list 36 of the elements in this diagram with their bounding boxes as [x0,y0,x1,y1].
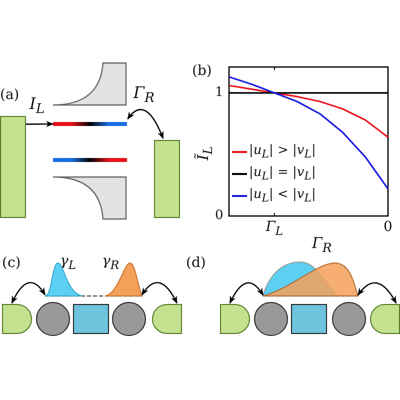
lead-shape [152,304,182,334]
lead-box [0,116,26,218]
nanowire-bar [53,122,127,126]
double-arrow [229,282,264,304]
nanowire-bar [53,158,127,162]
dot-circle [112,302,146,336]
axis-label: Γ$_{R}$ [312,236,332,254]
lead-shape [2,304,32,334]
lead-shape [370,304,400,334]
lead-shape [220,304,250,334]
edge-label: Γ$_{R}$ [133,84,155,106]
legend-text: |u$_{L}$| > |v$_{L}$| [249,144,316,160]
legend-text: |u$_{L}$| < |v$_{L}$| [249,188,316,204]
lead-box [154,140,180,218]
tick-label: 0 [384,220,392,234]
panel-label: (d) [186,256,206,270]
dot-circle [332,302,366,336]
tick-label: Γ$_{L}$ [266,220,284,238]
panel-label: (c) [2,256,21,270]
math-label: γ$_{L}$ [60,254,76,272]
square-block [291,304,327,334]
panel-label: (b) [192,64,212,78]
tick-label: 0 [215,209,224,222]
dot-circle [254,302,288,336]
math-label: γ$_{R}$ [102,254,120,272]
double-arrow [141,282,178,304]
panel-label: (a) [0,88,20,102]
tick-label: 1 [215,86,224,99]
double-arrow [127,108,164,140]
double-arrow [357,282,397,304]
double-arrow [11,282,46,304]
dot-circle [36,302,70,336]
edge-label: I$_{L}$ [30,96,45,117]
arrow [26,120,54,128]
square-block [73,304,109,334]
legend-text: |u$_{L}$| = |v$_{L}$| [249,166,316,182]
